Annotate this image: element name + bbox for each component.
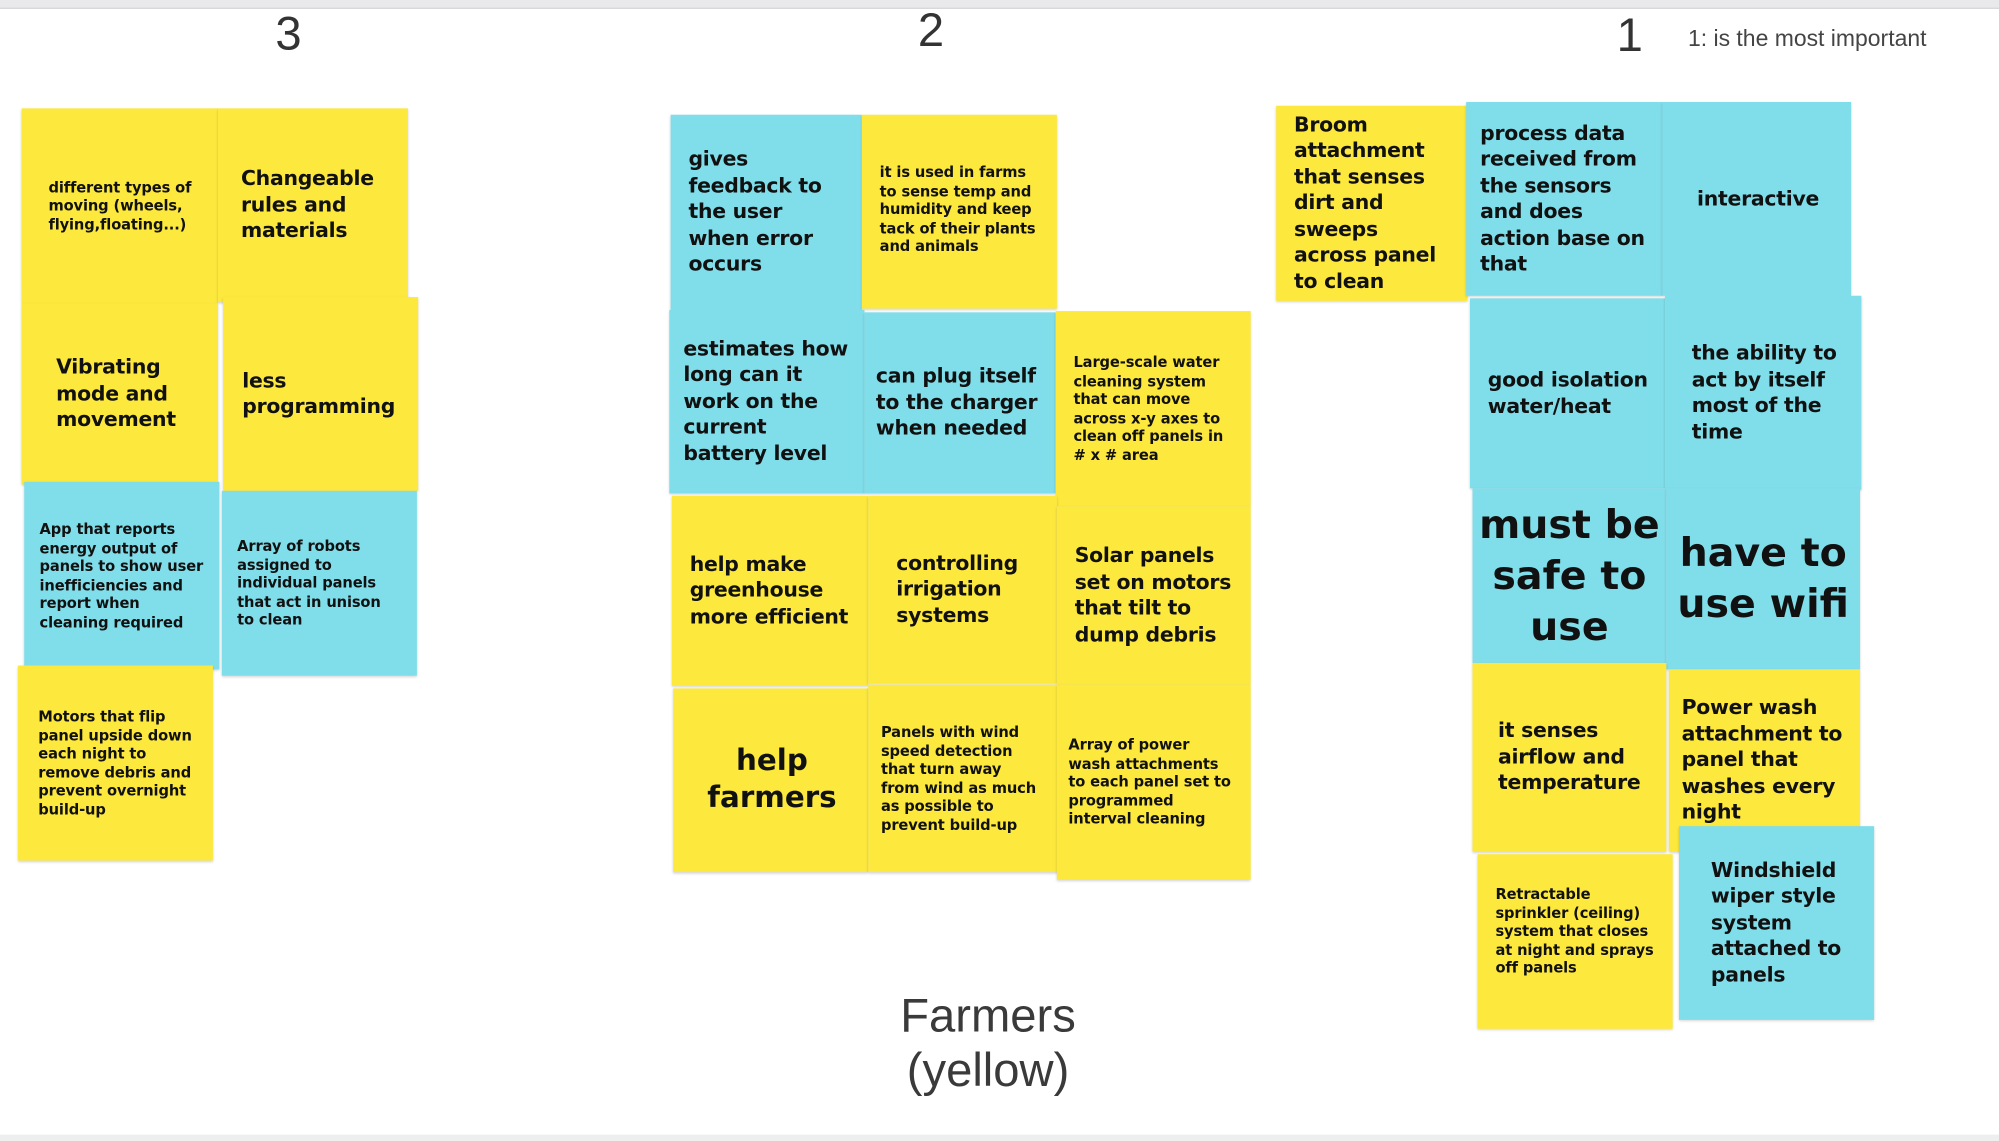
sticky-note[interactable]: Array of power wash attachments to each … [1056,684,1251,880]
sticky-note[interactable]: Power wash attachment to panel that wash… [1668,669,1861,852]
rank-3-heading: 3 [275,7,302,60]
note-text: Panels with wind speed detection that tu… [880,722,1037,834]
note-text: gives feedback to the user when error oc… [688,146,822,276]
note-text: good isolation water/heat [1487,367,1648,418]
note-text: it is used in farms to sense temp and hu… [879,163,1036,255]
sticky-note[interactable]: interactive [1662,101,1852,296]
sticky-note[interactable]: Changeable rules and materials [218,108,408,303]
note-text: interactive [1697,185,1820,211]
note-text: must be safe to use [1479,501,1660,650]
top-border [0,0,1999,9]
color-legend-caption: Farmers (yellow) [841,988,1134,1098]
note-text: Retractable sprinkler (ceiling) system t… [1495,884,1654,977]
note-text: Large-scale water cleaning system that c… [1073,353,1224,464]
note-text: Solar panels set on motors that tilt to … [1074,543,1232,646]
sticky-note[interactable]: it senses airflow and temperature [1472,662,1667,852]
note-text: have to use wifi [1677,530,1849,628]
sticky-note[interactable]: Broom attachment that senses dirt and sw… [1276,105,1468,301]
sticky-note[interactable]: have to use wifi [1666,488,1861,670]
note-text: can plug itself to the charger when need… [875,363,1038,441]
note-text: Power wash attachment to panel that wash… [1681,695,1843,824]
note-text: different types of moving (wheels, flyin… [48,178,192,233]
sticky-note[interactable]: less programming [223,297,419,491]
note-text: controlling irrigation systems [896,550,1019,627]
note-text: less programming [242,367,396,419]
sticky-note[interactable]: can plug itself to the charger when need… [864,312,1056,494]
note-text: it senses airflow and temperature [1498,718,1641,795]
rank-2-heading: 2 [917,3,945,57]
rank-1-heading: 1 [1616,8,1643,62]
sticky-note[interactable]: it is used in farms to sense temp and hu… [861,114,1057,309]
sticky-note[interactable]: Retractable sprinkler (ceiling) system t… [1477,854,1673,1029]
note-text: help make greenhouse more efficient [689,551,849,629]
sticky-note[interactable]: Solar panels set on motors that tilt to … [1056,506,1251,685]
sticky-note[interactable]: controlling irrigation systems [868,495,1057,684]
note-text: Changeable rules and materials [240,165,374,243]
note-text: Vibrating mode and movement [56,354,176,432]
sticky-note[interactable]: Panels with wind speed detection that tu… [868,684,1060,873]
sticky-note[interactable]: Array of robots assigned to individual p… [221,490,417,676]
sticky-note[interactable]: App that reports energy output of panels… [24,481,220,670]
caption-line-1: Farmers [900,989,1076,1042]
note-text: Motors that flip panel upside down each … [38,707,192,818]
note-text: the ability to act by itself most of the… [1691,340,1837,444]
sticky-note[interactable]: help make greenhouse more efficient [671,495,869,686]
note-text: estimates how long can it work on the cu… [683,336,848,466]
note-text: process data received from the sensors a… [1480,120,1645,276]
note-text: Array of power wash attachments to each … [1068,735,1231,828]
sticky-note[interactable]: Motors that flip panel upside down each … [17,665,213,861]
sticky-note[interactable]: the ability to act by itself most of the… [1665,295,1862,490]
sticky-note[interactable]: good isolation water/heat [1469,298,1666,489]
sticky-note[interactable]: gives feedback to the user when error oc… [670,114,862,310]
note-text: help farmers [707,744,837,815]
note-text: Broom attachment that senses dirt and sw… [1294,111,1436,293]
note-text: Windshield wiper style system attached t… [1710,857,1842,987]
sticky-note[interactable]: process data received from the sensors a… [1466,101,1663,296]
sticky-note[interactable]: Windshield wiper style system attached t… [1679,826,1875,1020]
sticky-note[interactable]: Large-scale water cleaning system that c… [1055,311,1251,507]
note-text: Array of robots assigned to individual p… [237,537,381,629]
sticky-note[interactable]: different types of moving (wheels, flyin… [21,108,219,304]
sticky-note[interactable]: estimates how long can it work on the cu… [669,309,865,494]
caption-line-2: (yellow) [906,1044,1070,1097]
importance-legend: 1: is the most important [1687,25,1927,51]
sticky-note[interactable]: must be safe to use [1472,488,1667,663]
sticky-note[interactable]: Vibrating mode and movement [21,303,219,485]
bottom-border [0,1134,1999,1141]
note-text: App that reports energy output of panels… [39,520,204,631]
sticky-note[interactable]: help farmers [673,688,869,873]
